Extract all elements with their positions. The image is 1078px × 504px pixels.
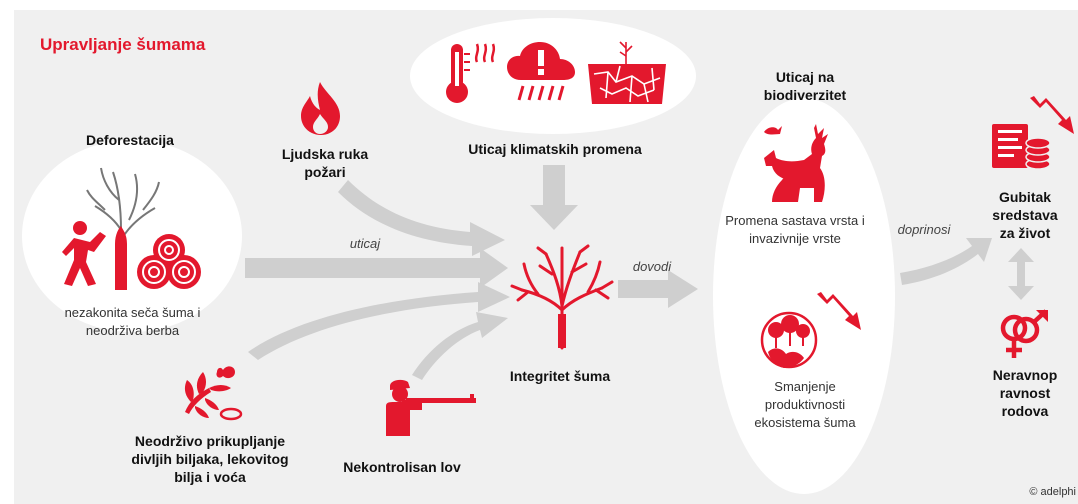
label-livelihood-3: za život [999,225,1051,241]
label-biodiversity-1: Uticaj na [775,69,835,85]
label-gathering-1: Neodrživo prikupljanje [134,433,286,449]
flame-icon [301,82,340,135]
label-gathering-3: bilja i voća [174,469,246,485]
label-deforestation: Deforestacija [86,132,174,148]
woodcutter-icon [62,221,106,286]
arrow-deforestation [245,248,508,288]
gender-icon [1000,309,1048,358]
herb-icon [184,366,243,421]
label-biodiversity-2: biodiverzitet [763,87,847,103]
label-productivity-2: produktivnosti [764,397,846,412]
arrow-hunting [412,312,508,380]
label-deforestation-note-1: nezakonita seča šuma i [64,305,201,320]
arrow-integrity-biodiversity [618,270,698,308]
label-fires-2: požari [304,164,346,180]
credit: © adelphi [1029,486,1076,498]
biodiversity-ellipse [713,98,895,494]
money-stack-icon [992,124,1051,170]
label-productivity-3: ekosistema šuma [754,415,856,430]
storm-cloud-icon [507,42,575,101]
label-fires-1: Ljudska ruka [281,146,369,162]
label-climate: Uticaj klimatskih promena [468,141,642,157]
label-gender-3: rodova [1001,403,1049,419]
edge-label-contributes: doprinosi [897,222,951,237]
arrow-climate [530,165,578,230]
bare-tree-icon [86,167,160,290]
label-hunting: Nekontrolisan lov [343,459,461,475]
edge-label-influence: uticaj [349,236,381,251]
label-gender-1: Neravnop [992,367,1058,383]
label-species-2: invazivnije vrste [749,231,841,246]
arrow-fires [338,180,505,256]
label-livelihood-2: sredstava [992,207,1058,223]
edge-label-leads: dovodi [632,259,672,274]
label-gender-2: ravnost [999,385,1051,401]
label-deforestation-note-2: neodrživa berba [85,323,180,338]
arrow-gathering [248,282,510,360]
decline-arrow-icon [1030,96,1074,134]
thermometer-icon [446,44,470,103]
heat-waves-icon [474,43,496,63]
label-productivity-1: Smanjenje [774,379,836,394]
diagram-title: Upravljanje šumama [40,35,206,54]
arrow-livelihood-gender [1008,248,1034,300]
cracked-earth-icon [588,41,666,104]
label-species-1: Promena sastava vrsta i [725,213,865,228]
globe-trees-icon [760,311,818,369]
label-gathering-2: divljih biljaka, lekovitog [131,451,289,467]
deer-icon [764,124,828,202]
label-integrity: Integritet šuma [509,368,611,384]
decline-arrow-icon [817,292,861,330]
log-pile-icon [137,234,201,289]
label-livelihood-1: Gubitak [998,189,1052,205]
arrow-biodiversity-livelihood [900,238,992,285]
forest-tree-icon [510,244,614,350]
hunter-icon [386,379,476,436]
